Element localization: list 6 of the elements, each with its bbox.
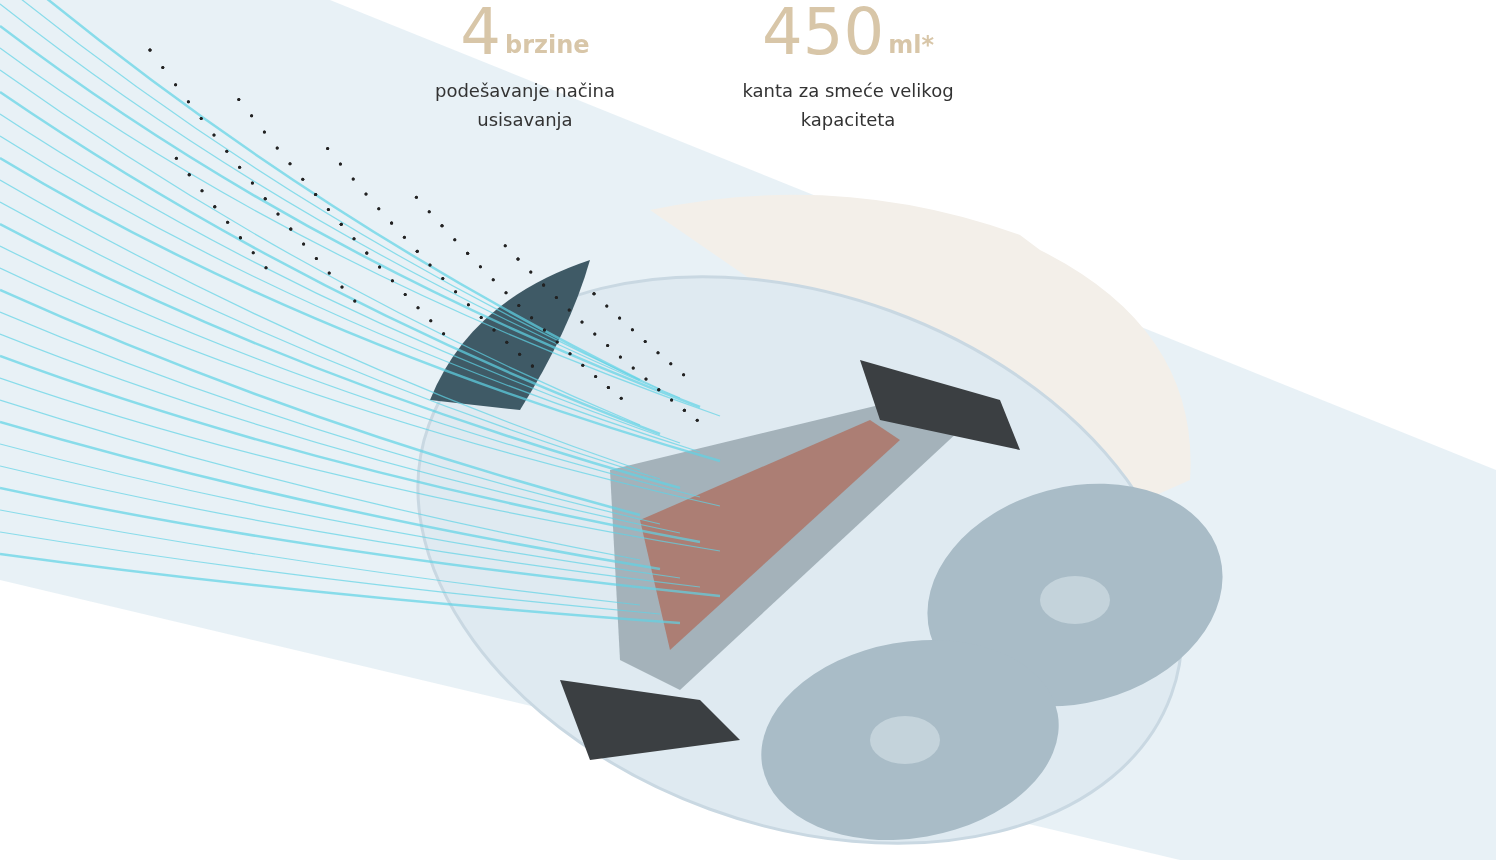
stat-unit: brzine (505, 30, 590, 60)
stat-number: 450 (762, 0, 885, 64)
stat-number: 4 (460, 0, 502, 64)
stat-description: kanta za smeće velikog kapaciteta (741, 79, 955, 132)
stat-description: podešavanje načina usisavanja (434, 79, 616, 132)
stat-unit: ml* (888, 30, 934, 60)
